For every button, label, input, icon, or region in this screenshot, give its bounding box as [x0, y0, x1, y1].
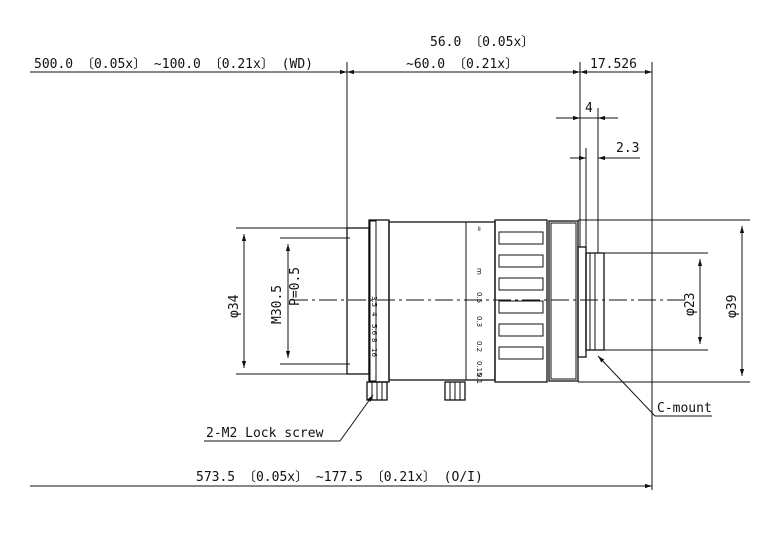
dimension-filter-thread: M30.5 P=0.5 — [270, 237, 350, 365]
filter-dia-label: φ34 — [227, 294, 242, 318]
iris-value: 3.5 — [370, 296, 378, 307]
lock-screw-label: 2-M2 Lock screw — [206, 426, 324, 441]
filter-pitch-label: P=0.5 — [288, 267, 303, 306]
flange-back-label: 17.526 — [590, 57, 637, 72]
iris-value: 5.6 — [370, 324, 378, 336]
focus-value: 0.15 — [475, 361, 483, 377]
focus-value: 0.1 — [475, 373, 483, 384]
dimension-oi: 573.5 〔0.05x〕 ~177.5 〔0.21x〕 (O/I) — [30, 470, 652, 489]
flange-step-label: 4 — [585, 101, 593, 116]
lens-body: 3.5 4 5.6 8 16 ∞ m 0.5 0.3 0.2 0.15 0.1 — [346, 219, 605, 401]
dimension-mount-dia: φ23 — [604, 252, 708, 351]
rear-knurled-ring — [548, 220, 579, 382]
dimension-flange-thickness: 2.3 — [570, 141, 640, 247]
focus-value: m — [475, 268, 483, 275]
front-filter-ring — [346, 227, 370, 375]
body-dia-label: φ39 — [725, 295, 740, 318]
focus-value: 0.3 — [475, 316, 483, 327]
callout-c-mount: C-mount — [597, 355, 712, 417]
flange — [577, 246, 587, 358]
dimension-body-dia: φ39 — [578, 219, 750, 383]
dimension-flange-back: 17.526 — [580, 57, 653, 490]
dimension-length: 56.0 〔0.05x〕 ~60.0 〔0.21x〕 — [347, 35, 581, 247]
iris-value: 16 — [370, 348, 378, 357]
dimension-filter-dia: φ34 — [227, 227, 347, 375]
lock-screw-rear — [444, 381, 466, 401]
iris-value: 4 — [370, 312, 378, 317]
lock-screw-front — [366, 381, 388, 401]
dimension-wd: 500.0 〔0.05x〕 ~100.0 〔0.21x〕 (WD) — [30, 57, 348, 228]
oi-range-label: 573.5 〔0.05x〕 ~177.5 〔0.21x〕 (O/I) — [196, 470, 483, 485]
length-min-label: 56.0 〔0.05x〕 — [430, 35, 534, 50]
callout-lock-screw: 2-M2 Lock screw — [204, 394, 374, 442]
iris-value: 8 — [370, 338, 378, 342]
wd-range-label: 500.0 〔0.05x〕 ~100.0 〔0.21x〕 (WD) — [34, 57, 313, 72]
c-mount-label: C-mount — [657, 401, 712, 416]
focus-scale: ∞ m 0.5 0.3 0.2 0.15 0.1 — [475, 226, 483, 384]
iris-scale: 3.5 4 5.6 8 16 — [370, 296, 378, 357]
filter-thread-label: M30.5 — [270, 285, 285, 324]
focus-value: ∞ — [475, 226, 483, 232]
flange-thickness-label: 2.3 — [616, 141, 639, 156]
focus-value: 0.5 — [475, 292, 483, 303]
focus-value: 0.2 — [475, 341, 483, 352]
length-max-label: ~60.0 〔0.21x〕 — [406, 57, 518, 72]
mount-dia-label: φ23 — [683, 293, 698, 316]
focus-ring — [494, 219, 548, 383]
dimension-flange-step: 4 — [556, 101, 618, 253]
